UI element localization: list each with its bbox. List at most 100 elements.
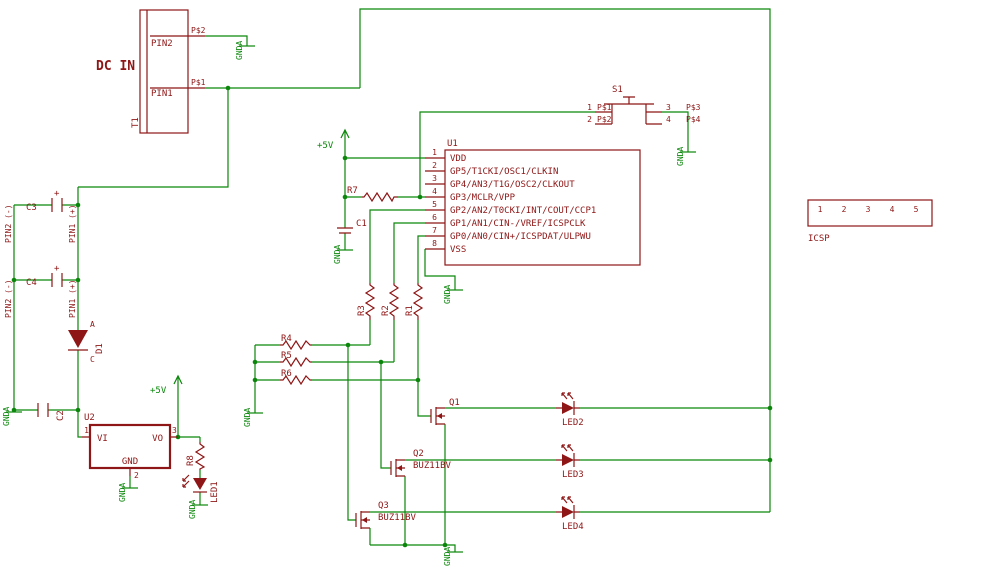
led-4: LED4 [556,496,584,532]
resistor-r5: R5 [280,351,312,368]
u1-pin-number-5: 5 [432,200,437,209]
r2-ref-label: R2 [381,305,391,316]
capacitor-c4: C4 + [26,264,63,288]
net-wires [13,8,771,552]
gnd-symbol-dcjack: GNDA [235,41,255,60]
led-1: LED1 [182,474,220,503]
c4-polarity-mark: + [54,264,60,274]
u2-ref-label: U2 [84,413,95,423]
wire-output-nets [369,407,770,552]
gnd-label: GNDA [243,408,252,427]
s1-pin-number-2: 2 [587,115,592,124]
gnd-label: GNDA [443,547,452,566]
gnd-symbol-filter: GNDA [2,407,22,426]
resistor-zigzag [364,283,376,320]
u1-pin-name-gp5: GP5/T1CKI/OSC1/CLKIN [450,167,558,177]
connector-body [139,9,189,134]
wire-rectifier-nets [13,187,82,438]
vcc-label: +5V [317,141,334,151]
d1-ref-label: D1 [95,343,105,354]
gnd-symbol-u2: GNDA [118,483,138,502]
dc-in-connector: DC IN PIN2 PIN1 P$2 P$1 T1 [96,9,206,134]
mosfet-q1: Q1 [430,398,460,425]
d1-cathode-label: C [90,355,95,364]
connector-pins [146,10,205,133]
c1-ref-label: C1 [356,219,367,229]
icsp-pin-1: 1 [818,205,823,214]
junction-dot [342,194,348,200]
mosfet-arrow-icon [362,517,367,523]
u1-pin-number-3: 3 [432,174,437,183]
u1-pin-number-8: 8 [432,239,437,248]
capacitor-plates [51,198,63,212]
gnd-symbol-c1: GNDA [333,245,353,264]
resistor-r3: R3 [357,283,376,320]
c3-polarity-mark: + [54,189,60,199]
u2-pin-number-gnd: 2 [134,471,139,480]
t1-pad2-label: P$2 [191,26,206,35]
u1-pin-number-6: 6 [432,213,437,222]
mosfet-arrow-icon [397,465,402,471]
gnd-label: GNDA [443,285,452,304]
r1-ref-label: R1 [405,305,415,316]
u1-pin-name-gp3: GP3/MCLR/VPP [450,193,516,203]
led-emission-arrows-icon [182,474,190,488]
gnd-label: GNDA [188,500,197,519]
junction-dots [11,85,773,548]
led-triangle [562,402,574,414]
net-minus-label: PIN2 (-) [4,279,13,318]
net-plus-label: PIN1 (+) [68,204,77,243]
resistor-r7: R7 [347,186,398,203]
vcc-symbol-mcu: +5V [317,128,350,151]
resistor-zigzag [280,374,312,386]
icsp-ref-label: ICSP [808,234,830,244]
s1-pin-number-4: 4 [666,115,671,124]
junction-dot [252,377,258,383]
u1-pin-name-gp2: GP2/AN2/T0CKI/INT/COUT/CCP1 [450,206,596,216]
t1-ref-label: T1 [131,117,141,128]
gnd-label: GNDA [2,407,11,426]
mosfet-body [355,511,370,529]
u2-pin-number-in: 1 [84,426,89,435]
gnd-symbol-led1: GNDA [188,500,208,519]
icsp-body [807,199,933,227]
capacitor-c2: C2 [37,403,66,421]
resistor-zigzag [194,442,206,470]
junction-dot [767,457,773,463]
icsp-pin-4: 4 [890,205,895,214]
led3-ref-label: LED3 [562,470,584,480]
vcc-arrow-icon [173,374,183,385]
junction-dot [442,542,448,548]
s1-pin-number-3: 3 [666,103,671,112]
r3-ref-label: R3 [357,305,367,316]
mosfet-q3: Q3 BUZ11BV [355,501,417,529]
q2-value-label: BUZ11BV [413,461,452,471]
led1-ref-label: LED1 [210,481,220,503]
junction-dot [75,407,81,413]
icsp-pin-3: 3 [866,205,871,214]
r6-ref-label: R6 [281,369,292,379]
capacitor-c3: C3 + [26,189,63,213]
led-triangle [193,478,207,490]
junction-dot [11,277,17,283]
u1-body [444,149,641,266]
led-2: LED2 [556,392,584,428]
vcc-arrow-icon [340,128,350,139]
led4-ref-label: LED4 [562,522,584,532]
led2-ref-label: LED2 [562,418,584,428]
c3-ref-label: C3 [26,203,37,213]
mosfet-body [430,407,445,425]
junction-dot [415,377,421,383]
led-triangle [562,454,574,466]
u1-pin-name-gp1: GP1/AN1/CIN-/VREF/ICSPCLK [450,219,586,229]
resistor-r2: R2 [381,283,400,320]
capacitor-plates [37,403,49,417]
switch-s1: S1 1 2 3 4 P$1 P$2 P$3 P$4 [587,85,701,125]
junction-dot [342,155,348,161]
wire-mcu-power-nets [344,111,689,290]
junction-dot [225,85,231,91]
capacitor-plates [337,227,353,234]
capacitor-plates [51,273,63,287]
resistor-zigzag [412,283,424,320]
vcc-symbol-regulator: +5V [150,374,183,396]
